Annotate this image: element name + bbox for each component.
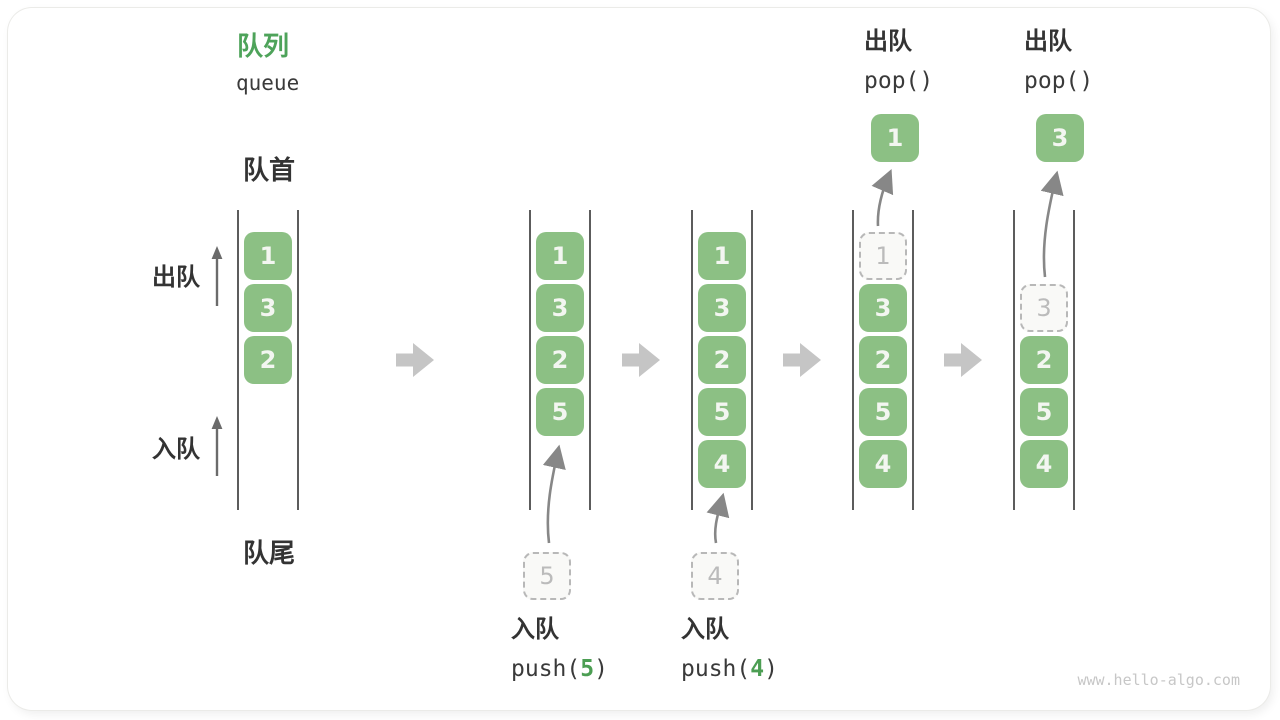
push-op-label-2: 入队 push(4) bbox=[681, 616, 778, 683]
step-arrow-icon bbox=[783, 343, 821, 377]
label-queue-front: 队首 bbox=[243, 155, 296, 185]
pop-op-label-2: 出队 pop() bbox=[1024, 28, 1093, 95]
pop-op-zh: 出队 bbox=[864, 28, 912, 55]
push-op-zh: 入队 bbox=[681, 616, 729, 643]
label-queue-rear: 队尾 bbox=[243, 538, 296, 568]
queue-cell: 5 bbox=[859, 388, 907, 436]
queue-cell: 5 bbox=[698, 388, 746, 436]
queue-cell: 2 bbox=[536, 336, 584, 384]
up-arrow-icon bbox=[211, 246, 223, 306]
figure-title-en: queue bbox=[236, 71, 300, 95]
staged-element: 4 bbox=[691, 552, 739, 600]
pop-arrow bbox=[1040, 170, 1064, 278]
step-arrow-icon bbox=[396, 343, 434, 377]
queue-column-line bbox=[912, 210, 914, 510]
queue-column-line bbox=[751, 210, 753, 510]
queue-cell: 1 bbox=[536, 232, 584, 280]
queue-cell-ghost: 1 bbox=[859, 232, 907, 280]
queue-column-line bbox=[589, 210, 591, 510]
push-op-zh: 入队 bbox=[511, 616, 559, 643]
watermark: www.hello-algo.com bbox=[1077, 671, 1240, 689]
pop-op-code: pop() bbox=[864, 67, 934, 94]
queue-cell: 3 bbox=[244, 284, 292, 332]
queue-cell: 3 bbox=[698, 284, 746, 332]
push-code-text: ) bbox=[764, 655, 778, 682]
pop-op-zh: 出队 bbox=[1024, 28, 1072, 55]
step-arrow-icon bbox=[622, 343, 660, 377]
queue-cell: 2 bbox=[244, 336, 292, 384]
queue-column-line bbox=[1013, 210, 1015, 510]
queue-cell: 1 bbox=[698, 232, 746, 280]
queue-cell: 4 bbox=[1020, 440, 1068, 488]
pop-op-label-1: 出队 pop() bbox=[864, 28, 933, 95]
queue-column-line bbox=[1073, 210, 1075, 510]
queue-cell: 3 bbox=[859, 284, 907, 332]
queue-cell: 5 bbox=[1020, 388, 1068, 436]
queue-column-line bbox=[852, 210, 854, 510]
push-arrow bbox=[706, 492, 730, 544]
queue-cell: 2 bbox=[1020, 336, 1068, 384]
push-op-code: push(4) bbox=[681, 656, 778, 682]
label-dequeue-side: 出队 bbox=[152, 264, 200, 291]
queue-column-line bbox=[237, 210, 239, 510]
popped-element: 1 bbox=[871, 114, 919, 162]
queue-column-line bbox=[691, 210, 693, 510]
queue-cell: 1 bbox=[244, 232, 292, 280]
staged-element: 5 bbox=[523, 552, 571, 600]
figure-title-zh: 队列 bbox=[237, 31, 290, 61]
push-op-code: push(5) bbox=[511, 656, 608, 682]
push-code-text: push( bbox=[681, 655, 751, 682]
queue-cell: 5 bbox=[536, 388, 584, 436]
queue-column-line bbox=[297, 210, 299, 510]
pop-arrow bbox=[871, 169, 894, 227]
queue-cell: 4 bbox=[698, 440, 746, 488]
push-code-text: push( bbox=[511, 655, 581, 682]
queue-cell: 4 bbox=[859, 440, 907, 488]
step-arrow-icon bbox=[944, 343, 982, 377]
queue-column-line bbox=[529, 210, 531, 510]
push-arrow bbox=[542, 444, 566, 544]
queue-cell: 2 bbox=[859, 336, 907, 384]
popped-element: 3 bbox=[1036, 114, 1084, 162]
push-op-label-1: 入队 push(5) bbox=[511, 616, 608, 683]
pop-op-code: pop() bbox=[1024, 67, 1094, 94]
push-code-arg: 4 bbox=[750, 655, 765, 682]
up-arrow-icon bbox=[211, 416, 223, 476]
label-enqueue-side: 入队 bbox=[152, 436, 200, 463]
queue-cell-ghost: 3 bbox=[1020, 284, 1068, 332]
push-code-text: ) bbox=[594, 655, 608, 682]
push-code-arg: 5 bbox=[580, 655, 595, 682]
queue-cell: 3 bbox=[536, 284, 584, 332]
queue-cell: 2 bbox=[698, 336, 746, 384]
